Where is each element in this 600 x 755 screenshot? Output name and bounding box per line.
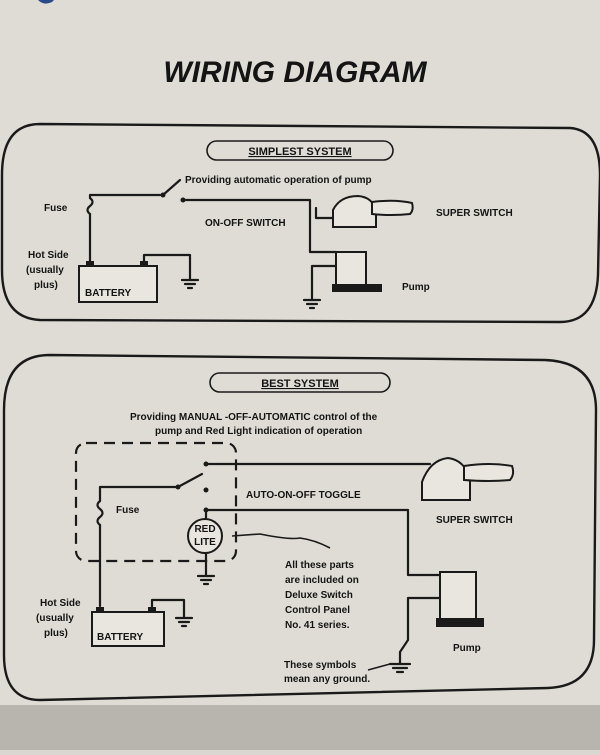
simplest-battery-ground-icon [180, 278, 200, 290]
simplest-battery-neg-terminal [140, 261, 148, 267]
simplest-header-pill [206, 140, 394, 161]
simplest-super-switch-label: SUPER SWITCH [436, 208, 513, 219]
best-hot-side-line2: (usually [36, 613, 74, 624]
simplest-fuse-label: Fuse [44, 203, 68, 214]
simplest-battery-label: BATTERY [85, 288, 131, 299]
simplest-description: Providing automatic operation of pump [185, 175, 372, 186]
simplest-hot-side-line3: plus) [34, 280, 58, 291]
simplest-switch-to-pump-wire [181, 198, 322, 254]
simplest-battery-ground-wire [142, 253, 192, 282]
best-toggle-blade [176, 472, 204, 489]
best-red-lite-line2: LITE [194, 537, 216, 548]
best-header: BEST SYSTEM [261, 378, 339, 390]
simplest-battery [78, 265, 158, 303]
best-battery [91, 611, 165, 647]
simplest-super-switch-icon [314, 194, 414, 228]
best-battery-label: BATTERY [97, 632, 143, 643]
best-ground-note-line1: These symbols [284, 660, 357, 671]
best-battery-ground-wire [150, 598, 186, 620]
simplest-hot-side-line1: Hot Side [28, 250, 69, 261]
best-super-switch-icon [421, 456, 515, 501]
simplest-fuse-to-switch-wire [88, 193, 162, 200]
best-pump-icon [398, 571, 484, 666]
best-fuse [96, 499, 104, 527]
best-battery-ground-icon [174, 616, 194, 628]
page-title: WIRING DIAGRAM [163, 56, 427, 89]
best-note-line5: No. 41 series. [285, 620, 350, 631]
best-ground-symbol-icon [388, 662, 412, 674]
simplest-battery-pos-terminal [86, 261, 94, 267]
best-system-panel: BEST SYSTEM Providing MANUAL -OFF-AUTOMA… [2, 353, 598, 702]
simplest-header: SIMPLEST SYSTEM [248, 146, 351, 158]
simplest-switch-label: ON-OFF SWITCH [205, 218, 286, 229]
best-pump-label: Pump [453, 643, 481, 654]
paper-edge-shadow [0, 705, 600, 750]
best-description-line2: pump and Red Light indication of operati… [155, 426, 362, 437]
best-fuse-label: Fuse [116, 505, 140, 516]
best-hot-side-line1: Hot Side [40, 598, 81, 609]
best-toggle-mid-contact [203, 487, 209, 493]
simplest-system-panel: SIMPLEST SYSTEM Providing automatic oper… [0, 122, 600, 324]
best-fuse-to-toggle-wire [98, 485, 178, 503]
best-ground-note-line2: mean any ground. [284, 674, 370, 685]
simplest-switch-blade [161, 178, 182, 197]
simplest-hot-side-line2: (usually [26, 265, 64, 276]
best-battery-neg-terminal [148, 607, 156, 613]
best-lite-ground-icon [196, 574, 216, 586]
logo-fragment [38, 0, 54, 4]
best-toggle-label: AUTO-ON-OFF TOGGLE [246, 490, 361, 501]
simplest-pump-label: Pump [402, 282, 430, 293]
best-note-line2: are included on [285, 575, 359, 586]
best-system-frame [2, 353, 598, 702]
simplest-system-frame [0, 122, 600, 324]
best-battery-pos-terminal [96, 607, 104, 613]
best-note-line1: All these parts [285, 560, 354, 571]
best-ground-note-leader [367, 663, 391, 671]
best-red-lite-line1: RED [194, 524, 215, 535]
best-note-line3: Deluxe Switch [285, 590, 353, 601]
best-toggle-to-pump-wire [204, 508, 424, 577]
best-hot-side-line3: plus) [44, 628, 68, 639]
best-super-switch-label: SUPER SWITCH [436, 515, 513, 526]
simplest-pump-icon [302, 250, 382, 310]
best-control-panel-outline [74, 441, 238, 563]
best-note-line4: Control Panel [285, 605, 350, 616]
best-header-pill [209, 372, 391, 393]
best-description-line1: Providing MANUAL -OFF-AUTOMATIC control … [130, 412, 378, 423]
simplest-fuse [86, 196, 94, 216]
best-note-leader [231, 533, 331, 549]
